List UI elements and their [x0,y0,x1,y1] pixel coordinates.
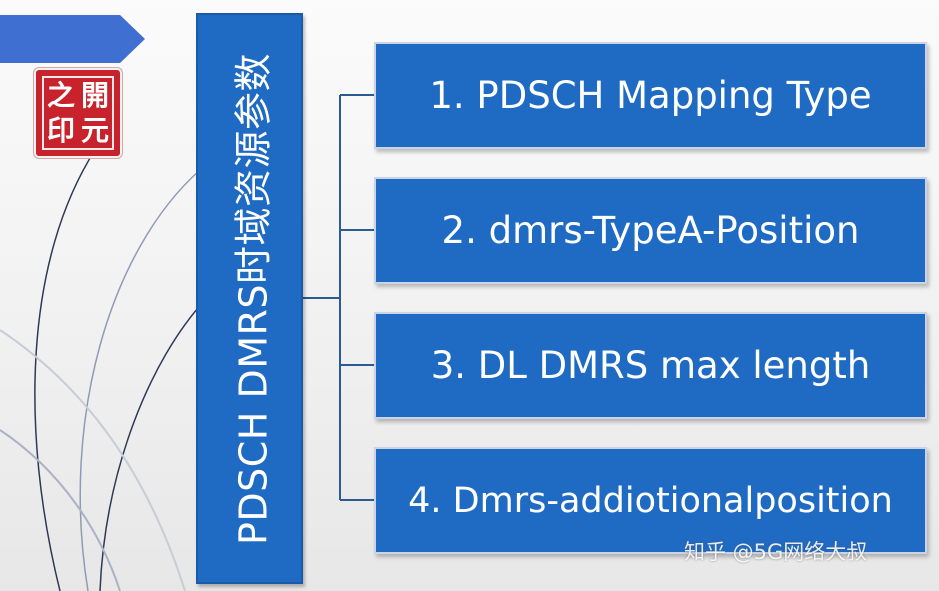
background-curve [79,169,201,591]
parameter-node-label: 2. dmrs-TypeA-Position [441,209,860,252]
background-curve [34,149,96,591]
logo-char: 印 [46,113,75,147]
root-node-title: PDSCH DMRS时域资源参数 [231,52,275,545]
parameter-node-3: 3. DL DMRS max length [374,312,927,419]
background-curve [0,329,186,591]
root-node: PDSCH DMRS时域资源参数 [196,13,303,584]
logo-char: 開 [80,78,109,112]
background-curve [0,429,121,591]
parameter-node-2: 2. dmrs-TypeA-Position [374,177,927,284]
background-curve [99,299,206,591]
parameter-node-4: 4. Dmrs-addiotionalposition [374,447,927,554]
corner-arrow-shape [0,15,145,63]
logo-char: 之 [46,78,75,112]
parameter-node-1: 1. PDSCH Mapping Type [374,42,927,149]
seal-logo: 之 開 印 元 [36,70,120,156]
parameter-node-label: 4. Dmrs-addiotionalposition [408,480,893,521]
watermark: 知乎 @5G网络大叔 [684,540,868,564]
parameter-node-label: 3. DL DMRS max length [430,344,871,387]
parameter-node-label: 1. PDSCH Mapping Type [429,74,872,117]
logo-char: 元 [80,113,109,147]
